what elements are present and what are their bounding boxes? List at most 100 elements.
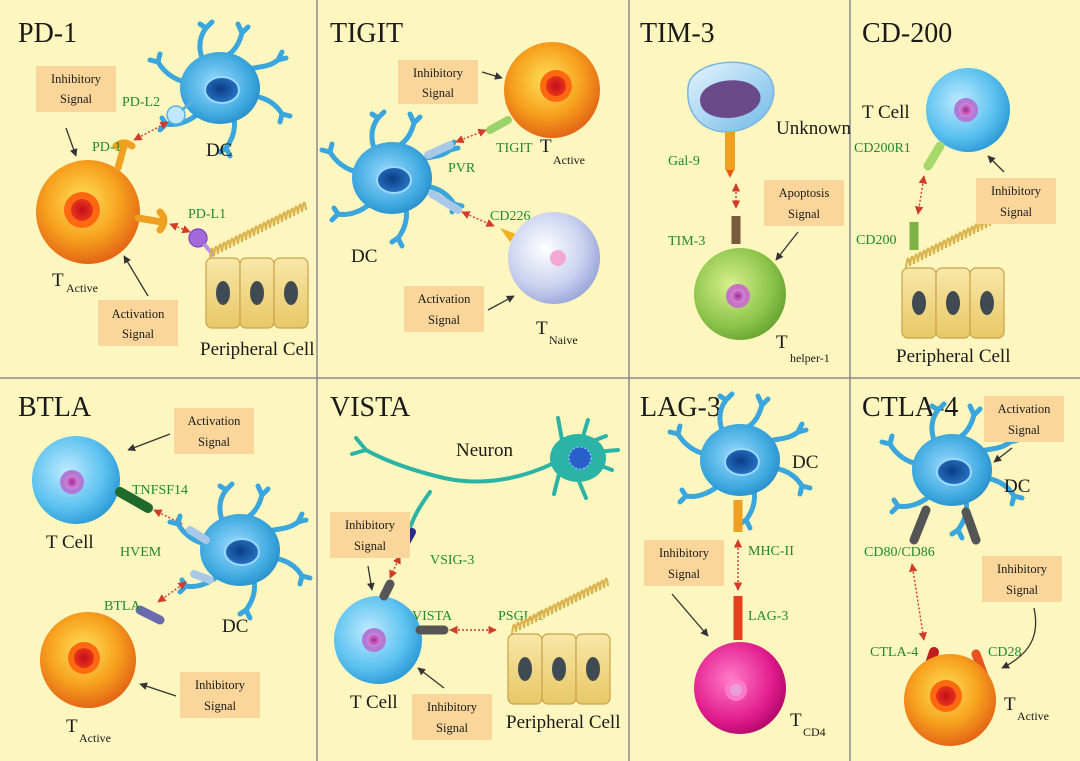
t-active-subscript: Active <box>66 281 98 295</box>
pdl1-ligand <box>188 228 208 248</box>
inhibitory-signal-text-2: Signal <box>1000 205 1032 219</box>
inhibitory-signal-text-2: Signal <box>668 567 700 581</box>
hvem-label: HVEM <box>120 545 162 560</box>
pd1-receptor <box>112 139 136 172</box>
panel-title: TIGIT <box>330 18 403 49</box>
activation-signal-text: Activation <box>112 307 166 321</box>
activation-signal-box <box>174 408 254 454</box>
mhc-ii-label: MHC-II <box>748 544 794 559</box>
inhibitory-signal-box <box>330 512 410 558</box>
neuron-cell <box>350 416 620 530</box>
inhibitory-signal-box-2 <box>412 694 492 740</box>
panel-title: PD-1 <box>18 18 77 49</box>
inhibitory-signal-text-3: Inhibitory <box>427 700 478 714</box>
activation-signal-text: Activation <box>188 414 242 428</box>
tnfsf14-ligand <box>115 487 153 513</box>
tnfsf14-label: TNFSF14 <box>132 483 188 498</box>
cd200-label: CD200 <box>856 233 896 248</box>
inhibitory-signal-text-2: Signal <box>60 92 92 106</box>
lag3-label: LAG-3 <box>748 609 788 624</box>
cd80-label: CD80/CD86 <box>864 545 935 560</box>
t-active-label: T <box>1004 694 1016 715</box>
inhibitory-signal-box <box>36 66 116 112</box>
hvem-receptor <box>186 526 210 544</box>
tigit-receptor <box>486 116 512 134</box>
gal9-label: Gal-9 <box>668 154 700 169</box>
panel-title: TIM-3 <box>640 18 715 49</box>
inhibitory-signal-text: Inhibitory <box>991 184 1042 198</box>
tim3-label: TIM-3 <box>668 234 705 249</box>
activation-signal-text-2: Signal <box>1008 423 1040 437</box>
t-naive-subscript: Naive <box>549 333 578 347</box>
pvr-ligand <box>424 141 454 159</box>
cd200r1-label: CD200R1 <box>854 141 911 156</box>
panel-tim3: TIM-3 Unknown Gal-9 TIM-3 T helper-1 Apo… <box>640 18 851 365</box>
panel-btla: BTLA T Cell TNFSF14 HVEM DC BTLA T Activ… <box>18 392 310 745</box>
inhibitory-signal-text: Inhibitory <box>659 546 710 560</box>
activation-signal-text-2: Signal <box>428 313 460 327</box>
pdl2-ligand <box>166 105 186 125</box>
peripheral-cell-label: Peripheral Cell <box>200 339 315 360</box>
panel-cd200: CD-200 T Cell CD200R1 CD200 Peripheral C… <box>854 18 1056 367</box>
inhibitory-signal-text-2: Signal <box>204 699 236 713</box>
t-active-subscript: Active <box>1017 709 1049 723</box>
inhibitory-signal-text-2: Signal <box>422 86 454 100</box>
inhibitory-signal-box <box>982 556 1062 602</box>
dc-label: DC <box>792 452 818 473</box>
cd226-label: CD226 <box>490 209 530 224</box>
t-active-subscript: Active <box>553 153 585 167</box>
panel-title: CD-200 <box>862 18 952 49</box>
panel-title: BTLA <box>18 392 92 423</box>
pvr-label: PVR <box>448 161 476 176</box>
tigit-label: TIGIT <box>496 141 533 156</box>
t-cell-label: T Cell <box>46 532 94 553</box>
activation-signal-box <box>404 286 484 332</box>
vsig3-label: VSIG-3 <box>430 553 474 568</box>
peripheral-cell-label: Peripheral Cell <box>506 712 621 733</box>
dc-label: DC <box>1004 476 1030 497</box>
inhibitory-signal-text-2: Signal <box>354 539 386 553</box>
inhibitory-signal-text: Inhibitory <box>997 562 1048 576</box>
panel-ctla4: CTLA-4 DC CD80/CD86 CTLA-4 CD28 T Active… <box>862 392 1064 746</box>
t-cd4-subscript: CD4 <box>803 725 826 739</box>
panel-lag3: LAG-3 DC MHC-II LAG-3 T CD4 Inhibitory S… <box>640 392 826 739</box>
pdl1-label: PD-L1 <box>188 207 226 222</box>
activation-signal-text-2: Signal <box>122 327 154 341</box>
activation-signal-box <box>984 396 1064 442</box>
vista-label: VISTA <box>412 609 453 624</box>
t-cell-label: T Cell <box>862 102 910 123</box>
inhibitory-signal-text: Inhibitory <box>413 66 464 80</box>
pd1-label: PD-1 <box>92 140 122 155</box>
inhibitory-signal-box <box>180 672 260 718</box>
cd200r1-receptor <box>923 141 945 171</box>
ctla4-label: CTLA-4 <box>870 645 918 660</box>
btla-receptor <box>135 605 165 625</box>
pdl2-label: PD-L2 <box>122 95 160 110</box>
t-active-label: T <box>66 716 78 737</box>
cd80-ligand <box>909 505 931 545</box>
unknown-label: Unknown <box>776 118 851 139</box>
apoptosis-signal-box <box>764 180 844 226</box>
inhibitory-signal-text: Inhibitory <box>195 678 246 692</box>
cd28-label: CD28 <box>988 645 1021 660</box>
dc-label: DC <box>206 140 232 161</box>
inhibitory-signal-box <box>398 60 478 104</box>
dc-label: DC <box>351 246 377 267</box>
neuron-label: Neuron <box>456 440 513 461</box>
panel-title: LAG-3 <box>640 392 721 423</box>
apoptosis-signal-text-2: Signal <box>788 207 820 221</box>
inhibitory-signal-box <box>976 178 1056 224</box>
panel-pd1: PD-1 PD-L2 DC PD-1 PD-L1 Peripheral Cell… <box>18 18 315 360</box>
btla-label: BTLA <box>104 599 141 614</box>
activation-signal-text-2: Signal <box>198 435 230 449</box>
cd226-receptor <box>500 228 516 242</box>
t-helper-subscript: helper-1 <box>790 351 830 365</box>
inhibitory-signal-box <box>644 540 724 586</box>
dc-label: DC <box>222 616 248 637</box>
apoptosis-signal-text: Apoptosis <box>779 186 830 200</box>
inhibitory-signal-text-2: Signal <box>1006 583 1038 597</box>
t-active-label: T <box>540 136 552 157</box>
inhibitory-signal-text-4: Signal <box>436 721 468 735</box>
